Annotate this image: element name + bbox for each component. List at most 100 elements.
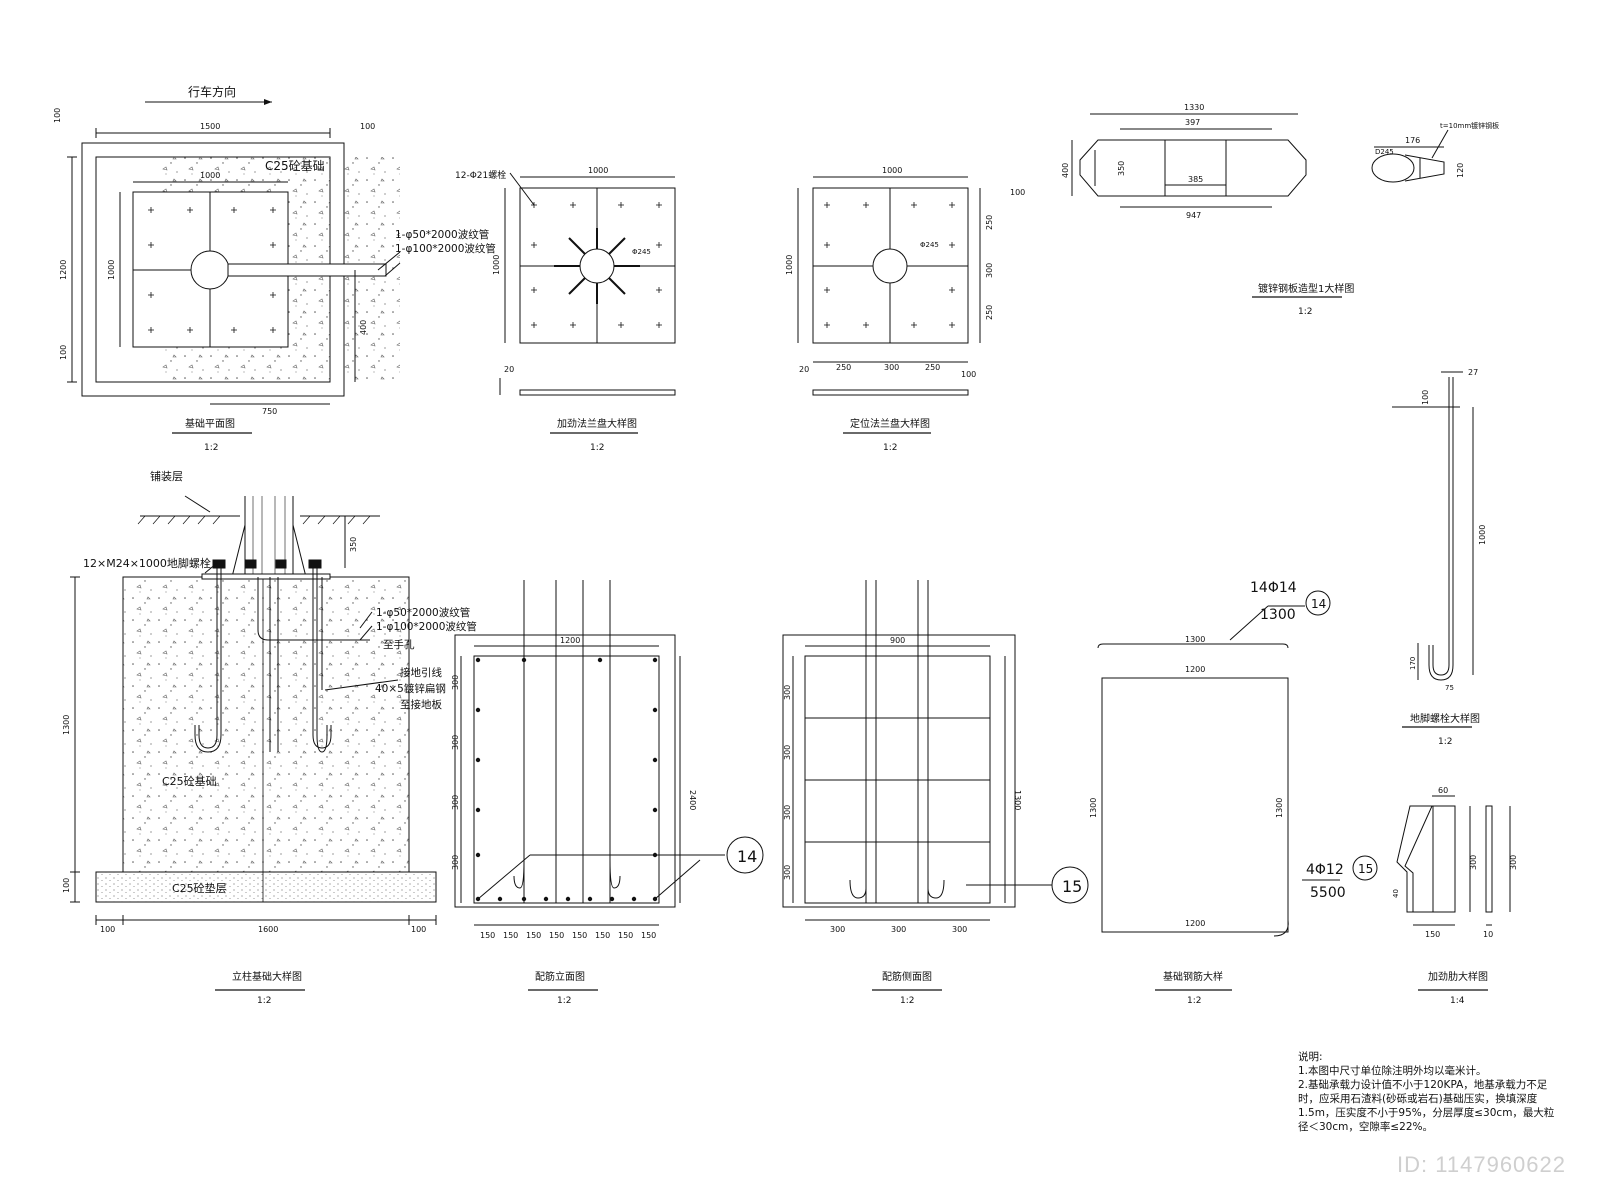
- anchor-bolt-label: 12×M24×1000地脚螺栓: [83, 556, 211, 570]
- rd-dim-right: 1300: [1275, 798, 1284, 818]
- sec-dim-100: 100: [62, 878, 71, 893]
- re-sp-3: 150: [549, 931, 564, 940]
- re-sp-0: 150: [480, 931, 495, 940]
- plan-scale: 1:2: [204, 443, 218, 453]
- plan-view: [67, 99, 401, 405]
- rs-bot-0: 300: [830, 925, 845, 934]
- rs-callout-15: 15: [1062, 877, 1082, 896]
- pos-dim-1000v: 1000: [785, 255, 794, 275]
- anchor-bolt-view: [1392, 371, 1474, 681]
- rs-side-3: 300: [783, 865, 792, 880]
- sec-dim-350: 350: [349, 537, 358, 552]
- plan-dim-750: 750: [262, 407, 277, 416]
- rib-view: [1396, 795, 1511, 926]
- plate-dim-947: 947: [1186, 211, 1201, 220]
- re-sp-6: 150: [618, 931, 633, 940]
- plan-dim-1000v: 1000: [107, 260, 116, 280]
- rd-dim-w: 1300: [1185, 635, 1205, 644]
- plate-title: 镀锌钢板造型1大样图: [1258, 282, 1354, 295]
- sec-pipe100-label: 1-φ100*2000波纹管: [376, 620, 477, 633]
- re-callout-14: 14: [737, 847, 757, 866]
- rib-dim-40: 40: [1392, 889, 1400, 898]
- title-underlines: [172, 296, 1488, 991]
- anchor-dim-27: 27: [1468, 368, 1478, 377]
- rd-dim-left: 1300: [1089, 798, 1098, 818]
- cushion-label: C25砼垫层: [172, 881, 227, 895]
- rebar-elevation-view: [454, 580, 764, 926]
- re-side-3: 300: [451, 855, 460, 870]
- rs-bot-1: 300: [891, 925, 906, 934]
- re-sp-5: 150: [595, 931, 610, 940]
- rs-side-2: 300: [783, 805, 792, 820]
- re-sp-7: 150: [641, 931, 656, 940]
- sec-c25-label: C25砼基础: [162, 775, 217, 788]
- notes-block: 说明: 1.本图中尺寸单位除注明外均以毫米计。 2.基础承载力设计值不小于120…: [1298, 1050, 1560, 1134]
- notes-heading: 说明:: [1298, 1051, 1323, 1063]
- re-dim-h: 2400: [688, 790, 697, 810]
- rib-title: 加劲肋大样图: [1428, 970, 1488, 983]
- sec-dim-100c: 100: [411, 925, 426, 934]
- plan-dim-1000: 1000: [200, 171, 220, 180]
- r15-len: 5500: [1310, 885, 1346, 901]
- plan-pipe50-label: 1-φ50*2000波纹管: [395, 228, 489, 241]
- plate-thick-label: t=10mm镀锌钢板: [1440, 121, 1499, 130]
- column-title: 立柱基础大样图: [232, 970, 302, 983]
- rebar-elev-scale: 1:2: [557, 996, 571, 1006]
- re-sp-1: 150: [503, 931, 518, 940]
- plate-dim-176: 176: [1405, 136, 1420, 145]
- ground-lead-label: 接地引线: [400, 666, 442, 679]
- plate-dim-120: 120: [1456, 163, 1465, 178]
- rebar-side-scale: 1:2: [900, 996, 914, 1006]
- notes-line-1: 1.本图中尺寸单位除注明外均以毫米计。: [1298, 1065, 1487, 1077]
- plate-dim-350: 350: [1117, 161, 1126, 176]
- rs-side-0: 300: [783, 685, 792, 700]
- flange-pos-title: 定位法兰盘大样图: [850, 417, 930, 430]
- rebar-detail-title: 基础钢筋大样: [1163, 970, 1223, 983]
- plan-dim-400: 400: [359, 320, 368, 335]
- r14-len: 1300: [1260, 607, 1296, 623]
- direction-label: 行车方向: [188, 84, 236, 99]
- anchor-title: 地脚螺栓大样图: [1410, 712, 1480, 725]
- r15-spec: 4Φ12: [1306, 862, 1344, 878]
- plan-dim-1500: 1500: [200, 122, 220, 131]
- plate-dim-400: 400: [1061, 163, 1070, 178]
- pos-dim-250h: 250: [925, 363, 940, 372]
- rib-dim-10: 10: [1483, 930, 1493, 939]
- flange-reinf-title: 加劲法兰盘大样图: [557, 417, 637, 430]
- rib-dim-60: 60: [1438, 786, 1448, 795]
- pos-d245: Φ245: [920, 241, 939, 249]
- hand-hole-label: 至手孔: [383, 638, 415, 651]
- re-side-0: 300: [451, 675, 460, 690]
- plan-dim-100b: 100: [360, 122, 375, 131]
- anchor-scale: 1:2: [1438, 737, 1452, 747]
- flange-d245: Φ245: [632, 248, 651, 256]
- column-section-view: [70, 495, 437, 925]
- watermark-id: ID: 1147960622: [1397, 1152, 1566, 1177]
- pos-dim-300: 300: [985, 263, 994, 278]
- r14-no: 14: [1311, 597, 1326, 611]
- plan-c25-label: C25砼基础: [265, 159, 325, 173]
- sec-dim-1300: 1300: [62, 715, 71, 735]
- rebar-detail-scale: 1:2: [1187, 996, 1201, 1006]
- flange-reinf-view: [499, 172, 676, 396]
- column-scale: 1:2: [257, 996, 271, 1006]
- plan-dim-100a: 100: [53, 108, 62, 123]
- flange-bolts-label: 12-Φ21螺栓: [455, 169, 506, 181]
- rib-dim-300b: 300: [1509, 855, 1518, 870]
- rs-dim-h: 1300: [1013, 790, 1022, 810]
- anchor-dim-170: 170: [1409, 657, 1417, 670]
- re-dim-top: 1200: [560, 636, 580, 645]
- flange-pos-scale: 1:2: [883, 443, 897, 453]
- pos-dim-20: 20: [799, 365, 809, 374]
- re-side-1: 300: [451, 735, 460, 750]
- flange-dim-20: 20: [504, 365, 514, 374]
- plan-dim-100c: 100: [59, 345, 68, 360]
- plan-dim-1200: 1200: [59, 260, 68, 280]
- pos-dim-100b: 100: [961, 370, 976, 379]
- notes-line-2: 2.基础承载力设计值不小于120KPA，地基承载力不足时，应采用石渣料(砂砾或岩…: [1298, 1079, 1555, 1133]
- r14-spec: 14Φ14: [1250, 580, 1297, 596]
- pos-dim-250b: 250: [985, 305, 994, 320]
- sec-pipe50-label: 1-φ50*2000波纹管: [376, 606, 470, 619]
- rs-side-1: 300: [783, 745, 792, 760]
